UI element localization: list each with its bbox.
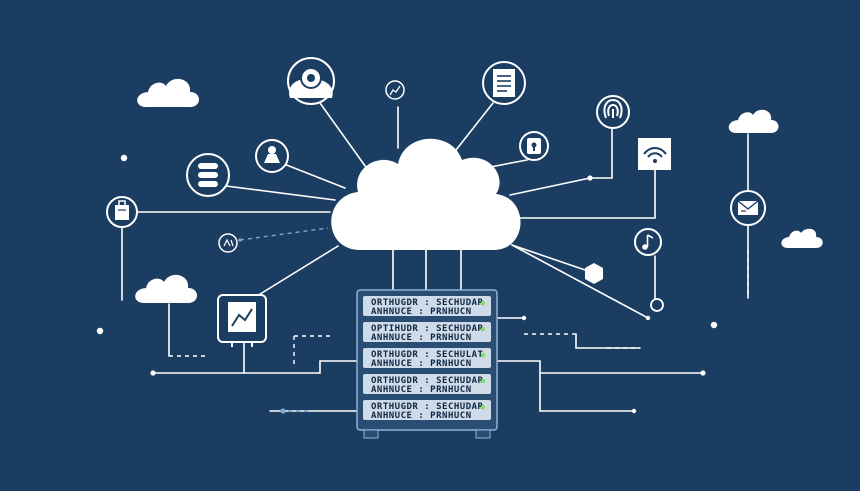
cloud-icon — [781, 228, 823, 248]
status-led-icon — [480, 352, 486, 358]
server-label-line2: ANHNUCE : PRNHUCN — [371, 411, 472, 421]
graph-icon — [385, 80, 405, 100]
document-icon — [482, 61, 526, 105]
browser-icon — [218, 233, 238, 253]
wifi-icon — [638, 138, 671, 170]
central-cloud-icon — [331, 138, 521, 250]
music-icon — [634, 228, 662, 256]
user-icon — [255, 139, 289, 173]
database-icon — [186, 153, 230, 197]
status-led-icon — [480, 300, 486, 306]
status-led-icon — [480, 378, 486, 384]
server-label-line2: ANHNUCE : PRNHUCN — [371, 333, 472, 343]
shopping-bag-icon — [106, 196, 138, 228]
hexagon-icon — [585, 263, 603, 284]
dashed-lines — [169, 227, 749, 412]
status-led-icon — [480, 404, 486, 410]
server-label-line2: ANHNUCE : PRNHUCN — [371, 307, 472, 317]
node-dots — [96, 154, 718, 414]
cloud-icon — [135, 274, 197, 303]
analytics-card-icon — [217, 294, 267, 347]
email-icon — [730, 190, 766, 226]
server-label-line2: ANHNUCE : PRNHUCN — [371, 385, 472, 395]
server-label-line1: OPTIHUDR : SECHUDAR — [371, 324, 484, 334]
status-led-icon — [480, 326, 486, 332]
fingerprint-icon — [596, 95, 630, 129]
server-label-line1: ORTHUGDR : SECHUDAR — [371, 298, 484, 308]
server-label-line1: ORTHUGDR : SECHULAT — [371, 350, 484, 360]
node-ring-icon — [650, 298, 664, 312]
server-label-line1: ORTHUGDR : SECHUDAR — [371, 402, 484, 412]
connection-lines — [121, 102, 749, 412]
lock-icon — [519, 131, 549, 161]
server-label-line1: ORTHUGDR : SECHUDAR — [371, 376, 484, 386]
cloud-icon — [137, 78, 199, 107]
server-label-line2: ANHNUCE : PRNHUCN — [371, 359, 472, 369]
cloud-icon — [728, 109, 779, 133]
webcam-icon — [287, 57, 335, 105]
